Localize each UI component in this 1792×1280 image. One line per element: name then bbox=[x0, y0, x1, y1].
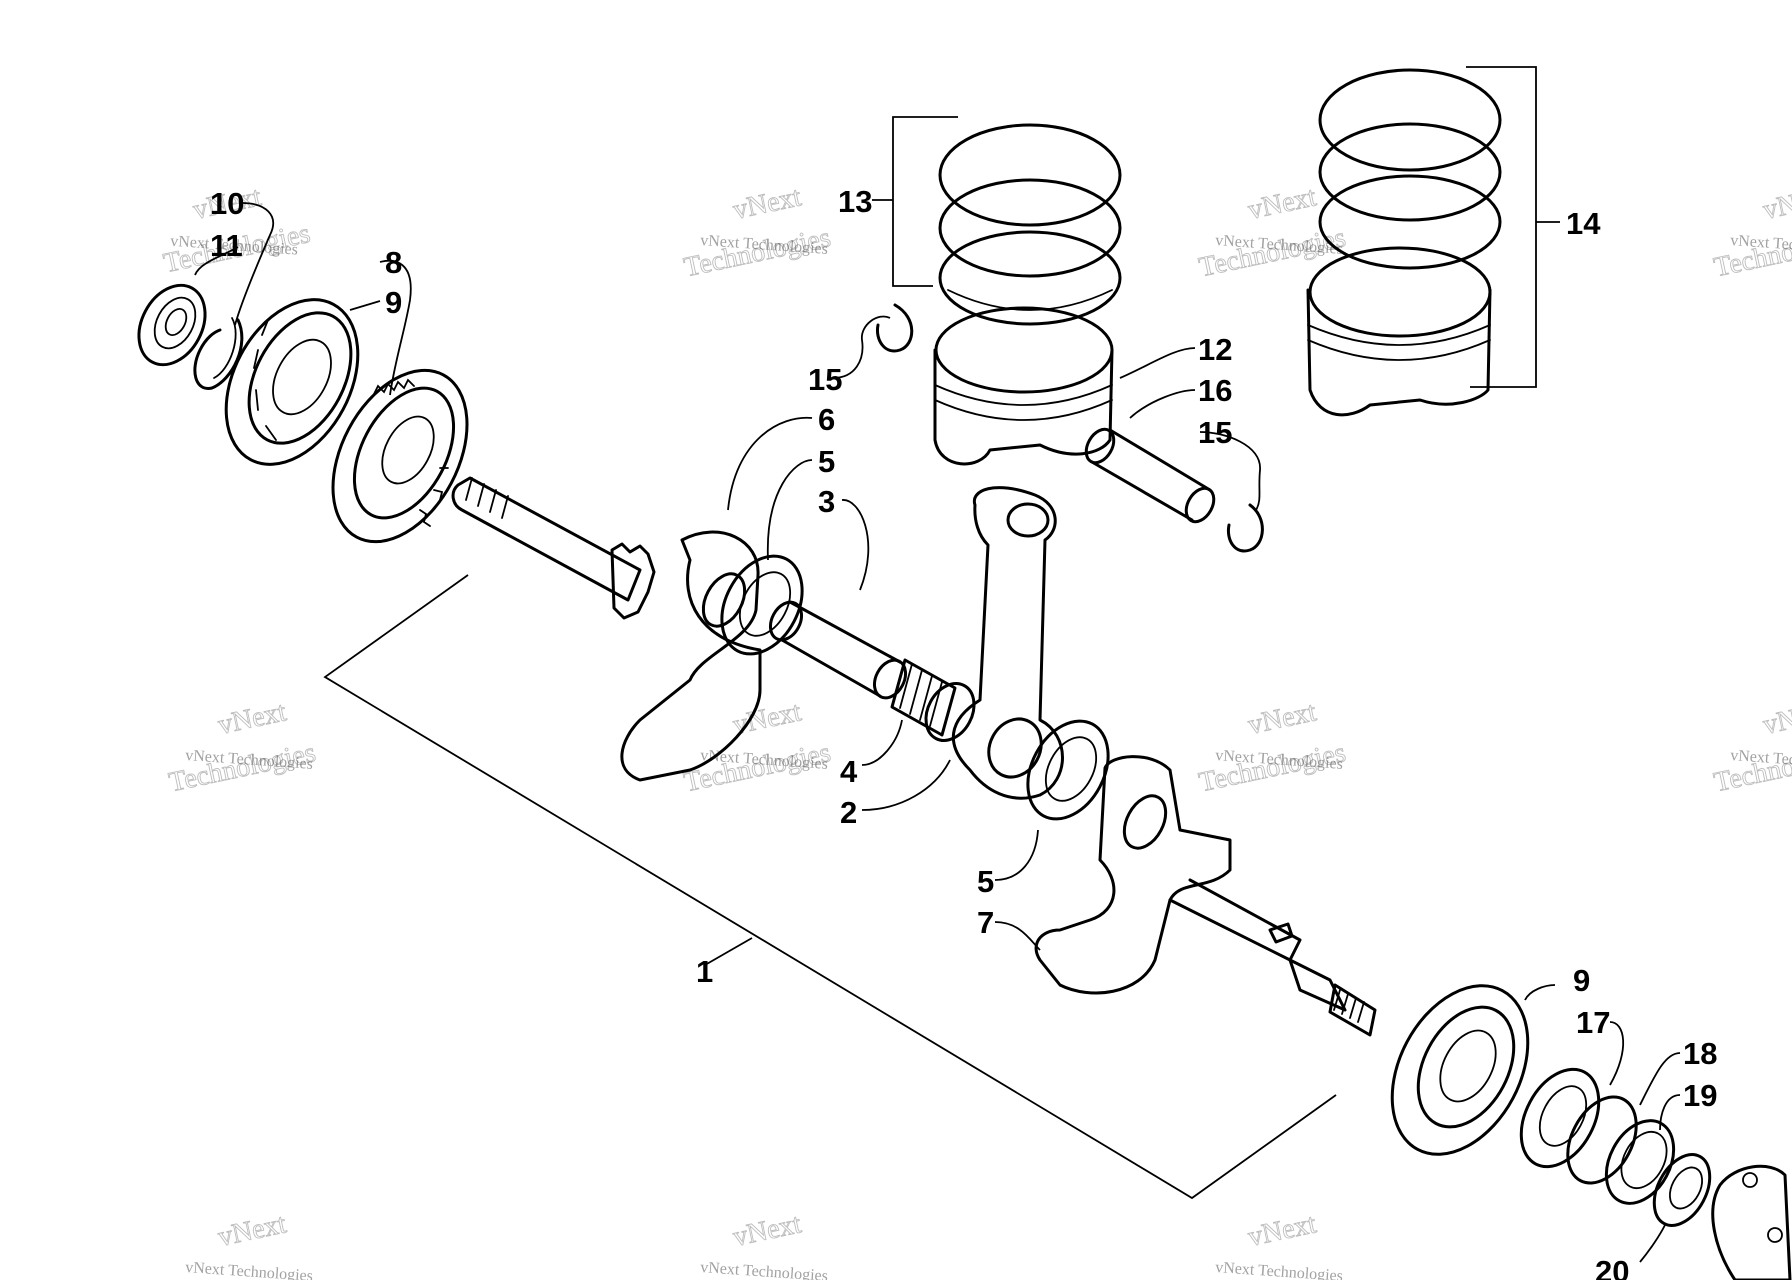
watermark-vnext: vNext bbox=[1245, 1208, 1319, 1253]
bearing-17-part bbox=[1519, 1067, 1601, 1169]
watermark-vnext: vNext bbox=[730, 1208, 804, 1253]
callout-15-upper: 15 bbox=[808, 362, 842, 397]
callout-10: 10 bbox=[210, 186, 244, 221]
callout-9-right: 9 bbox=[1573, 963, 1590, 998]
bracket-14 bbox=[1466, 66, 1560, 388]
watermark-vnext: vNext bbox=[1760, 696, 1792, 741]
circlip-part bbox=[193, 317, 244, 390]
callout-11: 11 bbox=[210, 228, 243, 263]
watermark-technologies: Technologies bbox=[1711, 737, 1792, 798]
thrust-washer-lower-part bbox=[1026, 719, 1110, 821]
drive-gear-part bbox=[331, 368, 469, 544]
watermark-vnext: vNext bbox=[730, 181, 804, 226]
callout-8: 8 bbox=[385, 245, 402, 280]
callout-19: 19 bbox=[1683, 1078, 1717, 1113]
crank-web-right-part bbox=[1034, 755, 1377, 1037]
leader-lines bbox=[194, 202, 1681, 1263]
bracket-13 bbox=[872, 116, 958, 287]
callout-17: 17 bbox=[1576, 1005, 1610, 1040]
watermark-vnext: vNext bbox=[1760, 181, 1792, 226]
watermark-text: vNext Technologies bbox=[1215, 1259, 1344, 1280]
thrust-washer-upper-part bbox=[720, 554, 804, 656]
callout-5-upper: 5 bbox=[818, 444, 835, 479]
main-bearing-right-part bbox=[1390, 984, 1530, 1156]
callout-14: 14 bbox=[1566, 206, 1601, 241]
needle-bearing-part bbox=[890, 658, 976, 742]
crank-pin-part bbox=[768, 600, 908, 700]
callout-numbers: 10 11 8 9 13 14 15 6 5 3 12 16 15 4 2 5 … bbox=[210, 184, 1717, 1280]
watermark-vnext: vNext bbox=[730, 696, 804, 741]
assembly-bracket-1 bbox=[323, 574, 1337, 1200]
callout-4: 4 bbox=[840, 754, 858, 789]
callout-7: 7 bbox=[977, 905, 994, 940]
callout-13: 13 bbox=[838, 184, 872, 219]
small-bearing-part bbox=[137, 283, 207, 367]
callout-20: 20 bbox=[1595, 1254, 1629, 1280]
piston-13-part bbox=[933, 123, 1122, 466]
watermark-technologies: Technologies bbox=[1711, 222, 1792, 283]
callout-15-lower: 15 bbox=[1198, 415, 1232, 450]
callout-12: 12 bbox=[1198, 332, 1232, 367]
callout-16: 16 bbox=[1198, 373, 1232, 408]
callout-5-lower: 5 bbox=[977, 864, 994, 899]
shim-18-part bbox=[1566, 1095, 1638, 1185]
piston-14-part bbox=[1306, 68, 1502, 417]
watermark-vnext: vNext bbox=[1245, 181, 1319, 226]
callout-2: 2 bbox=[840, 795, 857, 830]
callout-1: 1 bbox=[696, 954, 713, 989]
piston-circlip-upper-part bbox=[875, 303, 914, 353]
callout-18: 18 bbox=[1683, 1036, 1717, 1071]
connecting-rod-part bbox=[952, 486, 1064, 800]
watermark-vnext: vNext bbox=[1245, 696, 1319, 741]
main-bearing-left-part bbox=[224, 298, 360, 466]
piston-circlip-lower-part bbox=[1226, 503, 1264, 553]
watermark-text: vNext Technologies bbox=[700, 1259, 829, 1280]
washer-20-part bbox=[1652, 1153, 1792, 1280]
piston-pin-part bbox=[1084, 427, 1216, 524]
crank-web-left-part bbox=[451, 476, 762, 782]
watermark-vnext: vNext bbox=[215, 1208, 289, 1253]
watermark-vnext: vNext bbox=[215, 696, 289, 741]
callout-9-left: 9 bbox=[385, 285, 402, 320]
callout-3: 3 bbox=[818, 484, 835, 519]
watermark-text: vNext Technologies bbox=[185, 1259, 314, 1280]
callout-6: 6 bbox=[818, 402, 835, 437]
